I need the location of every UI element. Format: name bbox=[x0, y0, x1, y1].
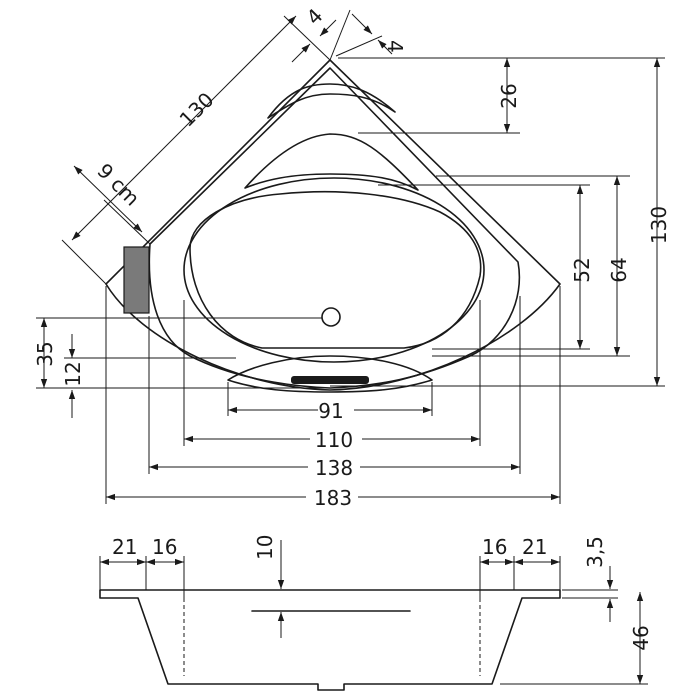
side-dim-16-left: 16 bbox=[152, 535, 177, 559]
side-dim-10: 10 bbox=[253, 535, 277, 560]
left-vertical-dimensions bbox=[36, 317, 330, 418]
side-dim-46: 46 bbox=[629, 625, 653, 650]
corner-seat-top bbox=[267, 83, 396, 119]
dim-91: 91 bbox=[318, 399, 343, 423]
dim-52: 52 bbox=[570, 257, 594, 282]
dim-35: 35 bbox=[33, 341, 57, 366]
top-view bbox=[105, 59, 561, 393]
inner-hidden-line bbox=[183, 598, 481, 676]
overflow-handle-icon bbox=[291, 376, 369, 384]
side-dim-21-right: 21 bbox=[522, 535, 547, 559]
right-vertical-dimensions bbox=[330, 57, 665, 387]
side-dim-3-5: 3,5 bbox=[583, 536, 607, 568]
dim-26: 26 bbox=[497, 83, 521, 108]
dim-110: 110 bbox=[315, 428, 353, 452]
dim-4-b: 4 bbox=[383, 40, 407, 53]
side-dim-21-left: 21 bbox=[112, 535, 137, 559]
headrest-icon bbox=[123, 246, 150, 314]
dim-138: 138 bbox=[315, 456, 353, 480]
dim-12: 12 bbox=[61, 361, 85, 386]
front-step bbox=[227, 355, 433, 393]
diagonal-dimensions bbox=[61, 9, 393, 285]
dim-4-a: 4 bbox=[302, 4, 328, 30]
side-profile-outline bbox=[99, 589, 561, 691]
dim-183: 183 bbox=[314, 486, 352, 510]
side-dim-16-right: 16 bbox=[482, 535, 507, 559]
drain-icon bbox=[321, 307, 341, 327]
dim-130-vertical: 130 bbox=[647, 206, 671, 244]
dim-9cm: 9 cm bbox=[92, 159, 144, 211]
dim-64: 64 bbox=[607, 257, 631, 282]
dim-130-diagonal: 130 bbox=[175, 88, 219, 132]
backrest bbox=[244, 133, 419, 191]
oval-basin bbox=[183, 177, 485, 363]
tub-inner-rim bbox=[148, 67, 521, 389]
side-view bbox=[99, 540, 648, 691]
tub-outer-outline bbox=[105, 59, 561, 391]
